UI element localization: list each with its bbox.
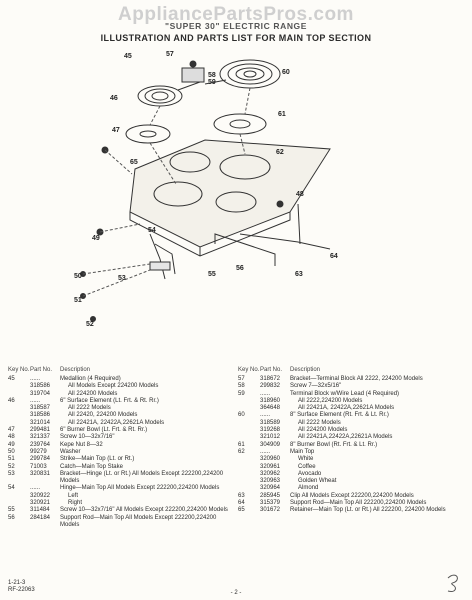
callout-50: 50	[74, 273, 82, 280]
callout-65: 65	[130, 159, 138, 166]
callout-55: 55	[208, 271, 216, 278]
callout-60: 60	[282, 69, 290, 76]
callout-52: 52	[86, 321, 94, 328]
burner-opening-front-left	[153, 181, 203, 207]
callout-61: 61	[278, 111, 286, 118]
callout-58: 58	[208, 72, 216, 79]
table-header: Key No. Part No. Description	[8, 352, 230, 374]
header-key-no: Key No.	[8, 367, 30, 373]
callout-48: 48	[296, 191, 304, 198]
table-row: 59......Terminal Block w/Wire Lead (4 Re…	[238, 390, 400, 397]
exploded-diagram: 45 57 58 59 60 46 61 47 62 65 48 49 54 6…	[74, 51, 338, 328]
support-rod-left	[214, 233, 276, 266]
page-title-line2: ILLUSTRATION AND PARTS LIST FOR MAIN TOP…	[100, 33, 372, 43]
header-description: Description	[60, 366, 91, 373]
hinge-assembly	[149, 233, 176, 280]
parts-list-left: Key No. Part No. Description 45......Med…	[8, 352, 230, 529]
callout-49: 49	[92, 235, 100, 242]
burner-bowl-8in	[213, 113, 267, 135]
page-title-line1: "SUPER 30" ELECTRIC RANGE	[164, 21, 308, 31]
footer-codes: 1-21-3 RF-22063	[8, 580, 35, 594]
page-number: - 2 -	[230, 590, 242, 596]
callout-47: 47	[112, 127, 120, 134]
table-row: 46......6" Surface Element (Lt. Frt. & R…	[8, 397, 159, 404]
callout-53: 53	[118, 275, 126, 282]
footer-code-2: RF-22063	[8, 587, 35, 593]
header-key-no: Key No.	[238, 367, 260, 373]
footer-code-1: 1-21-3	[8, 580, 26, 586]
header-part-no: Part No.	[260, 367, 283, 373]
burner-opening-rear-left	[169, 151, 211, 173]
burner-opening-rear-right	[219, 154, 271, 180]
callout-54: 54	[148, 227, 156, 234]
callout-45: 45	[124, 53, 132, 60]
watermark: AppliancePartsPros.com	[118, 4, 354, 25]
support-rod-right	[239, 233, 331, 250]
surface-element-6in	[137, 81, 201, 107]
table-row: 54......Hinge—Main Top All Models Except…	[8, 485, 220, 492]
surface-element-8in	[204, 59, 281, 89]
table-row: 60......8" Surface Element (Rt. Frt. & L…	[238, 412, 389, 419]
callout-59: 59	[208, 79, 216, 86]
table-row: 45......Medallion (4 Required)	[8, 376, 121, 382]
callout-62: 62	[276, 149, 284, 156]
callout-51: 51	[74, 297, 82, 304]
terminal-block	[181, 67, 205, 83]
header-part-no: Part No.	[30, 367, 53, 373]
handwritten-mark-icon	[447, 574, 458, 592]
callout-56: 56	[236, 265, 244, 272]
table-header: Key No. Part No. Description	[238, 352, 466, 374]
callout-63: 63	[295, 271, 303, 278]
burner-opening-front-right	[215, 191, 257, 213]
callout-46: 46	[110, 95, 118, 102]
callout-57: 57	[166, 51, 174, 58]
burner-bowl-6in	[125, 124, 171, 144]
table-row: 62......Main Top	[238, 448, 315, 455]
header-description: Description	[290, 366, 321, 373]
callout-64: 64	[330, 253, 338, 260]
